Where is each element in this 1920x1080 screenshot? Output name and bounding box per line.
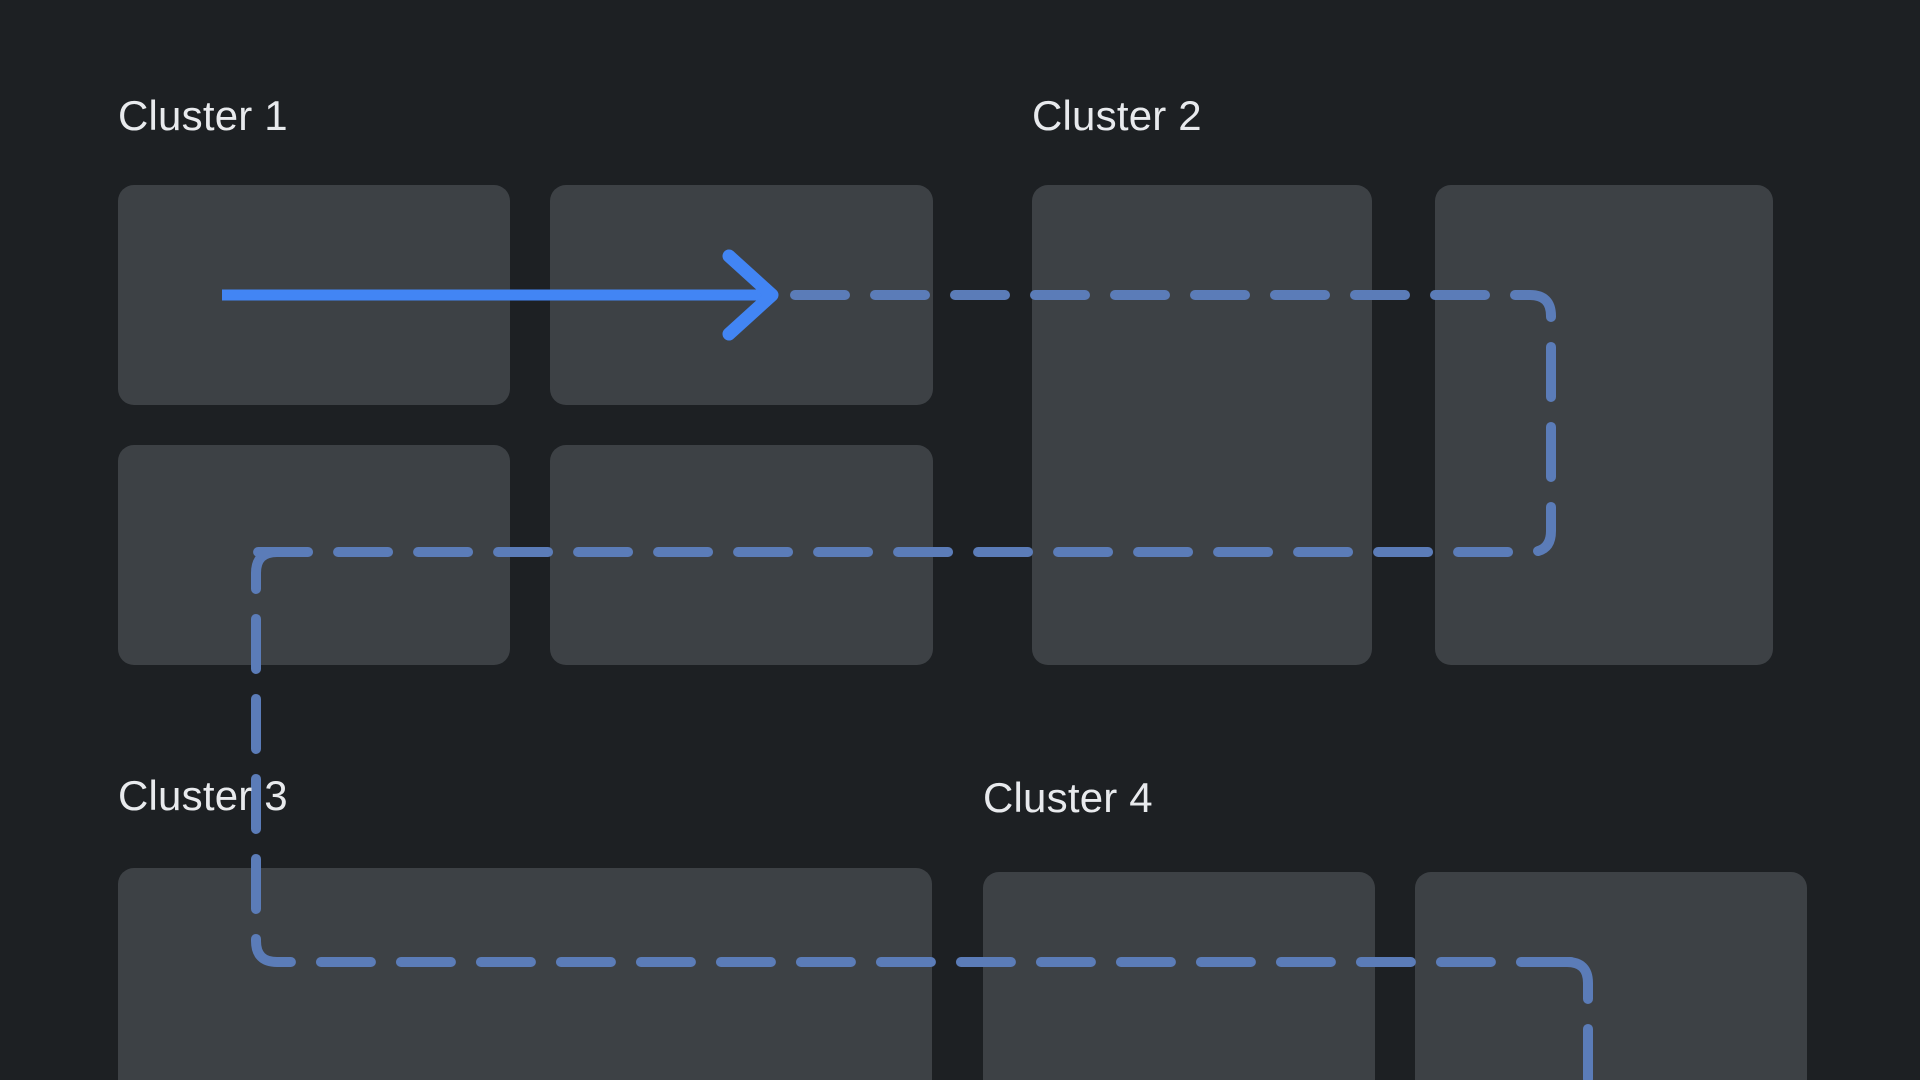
node-card[interactable] (1032, 185, 1372, 665)
node-card[interactable] (1435, 185, 1773, 665)
dashed-edge-row3-corner (1562, 957, 1593, 1080)
node-card[interactable] (1415, 872, 1807, 1080)
dashed-edge-down-left (251, 547, 1593, 967)
active-edge-arrowhead (722, 249, 779, 341)
cluster-label-4: Cluster 4 (983, 774, 1153, 821)
dashed-edge-row1 (245, 290, 1556, 557)
node-card[interactable] (983, 872, 1375, 1080)
cluster-label-3: Cluster 3 (118, 772, 288, 819)
cluster-label-1: Cluster 1 (118, 92, 288, 139)
cluster-label-2: Cluster 2 (1032, 92, 1202, 139)
